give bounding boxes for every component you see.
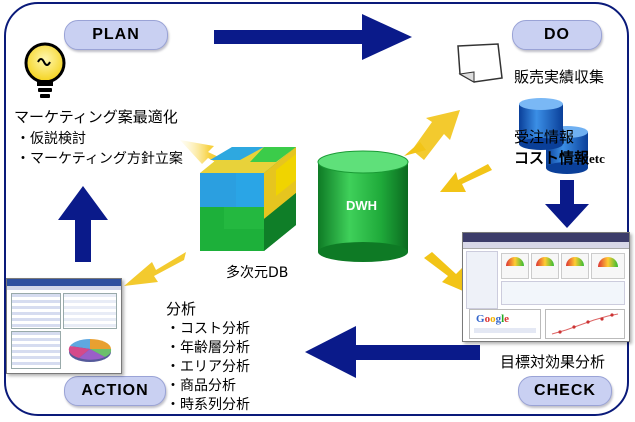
action-item-age: ・年齢層分析 — [166, 340, 250, 356]
dashboard-gauge-2 — [531, 253, 559, 279]
dwh-label: DWH — [346, 198, 378, 213]
report-screenshot — [6, 278, 122, 374]
phase-do-pill: DO — [512, 20, 602, 50]
plan-title: マーケティング案最適化 — [14, 108, 178, 126]
dashboard-sidepanel — [466, 251, 498, 309]
report-pie-chart-icon — [68, 339, 112, 362]
phase-plan-pill: PLAN — [64, 20, 168, 50]
dashboard-gauge-3 — [561, 253, 589, 279]
dashboard-gauge-4 — [591, 253, 625, 279]
plan-item-policy: ・マーケティング方針立案 — [16, 151, 183, 167]
glow-arrow-dwh-do-bidirectional — [404, 110, 460, 160]
action-title: 分析 — [166, 300, 197, 318]
arrow-action-to-plan — [58, 186, 108, 262]
phase-action-label: ACTION — [81, 382, 149, 399]
glow-arrow-cube-to-action — [124, 252, 186, 286]
cost-db-cylinder-icon — [519, 98, 563, 150]
plan-item-hypothesis: ・仮説検討 — [16, 131, 86, 147]
dashboard-gauge-1 — [501, 253, 529, 279]
report-table-2 — [63, 293, 117, 329]
phase-check-pill: CHECK — [518, 376, 612, 406]
check-title: 目標対効果分析 — [500, 353, 606, 371]
do-cost-info-label: コスト情報etc — [514, 147, 605, 168]
phase-check-label: CHECK — [534, 382, 596, 399]
glow-arrow-do-to-dwh — [440, 164, 492, 192]
arrow-do-to-check — [545, 180, 589, 228]
dashboard-titlebar — [463, 233, 629, 242]
report-toolbar — [7, 286, 121, 290]
do-etc-text: etc — [589, 151, 605, 166]
report-table-3 — [11, 331, 61, 369]
arrow-plan-to-do — [214, 14, 412, 60]
phase-action-pill: ACTION — [64, 376, 166, 406]
google-logo-icon: Google — [476, 313, 510, 325]
dashboard-toolbar — [463, 242, 629, 249]
dashboard-search-panel: Google — [469, 309, 541, 339]
cube-label: 多次元DB — [226, 265, 289, 281]
dashboard-scatter-icon — [551, 313, 619, 335]
do-collect-label: 販売実績収集 — [514, 68, 605, 86]
report-table-1 — [11, 293, 61, 329]
document-icon — [457, 43, 503, 83]
arrow-check-to-action — [305, 326, 480, 378]
dwh-cylinder-icon — [317, 150, 409, 262]
action-item-product: ・商品分析 — [166, 378, 236, 394]
phase-plan-label: PLAN — [92, 26, 140, 43]
light-bulb-icon — [24, 42, 66, 98]
action-item-cost: ・コスト分析 — [166, 321, 250, 337]
report-titlebar — [7, 279, 121, 286]
cycle-frame — [4, 2, 629, 416]
do-order-info-label: 受注情報 — [514, 128, 575, 146]
dashboard-scatter-panel — [545, 309, 625, 339]
action-item-timeseries: ・時系列分析 — [166, 397, 250, 413]
dashboard-gauge-row — [501, 281, 625, 305]
multidimensional-cube-icon — [200, 147, 296, 251]
glow-arrow-dwh-to-check — [424, 252, 470, 294]
action-item-area: ・エリア分析 — [166, 359, 250, 375]
dashboard-screenshot: Google — [462, 232, 630, 342]
phase-do-label: DO — [544, 26, 570, 43]
do-cost-info-text: コスト情報 — [514, 149, 590, 167]
